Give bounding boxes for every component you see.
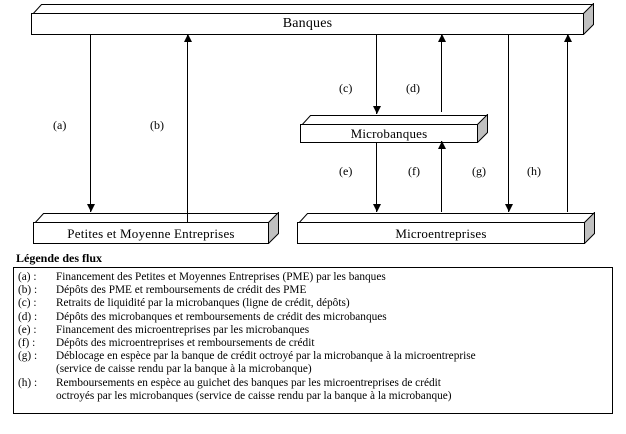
flow-arrow-f: [437, 141, 446, 212]
node-label-microentreprises: Microentreprises: [395, 225, 487, 241]
legend-key: (a) :: [18, 271, 37, 283]
node-label-pme: Petites et Moyenne Entreprises: [67, 225, 235, 241]
pme-front-face: Petites et Moyenne Entreprises: [33, 222, 269, 244]
legend-text: Retraits de liquidité par la microbanque…: [56, 297, 350, 310]
node-pme[interactable]: Petites et Moyenne Entreprises: [32, 211, 280, 245]
flow-g-shaft: [508, 34, 509, 212]
legend-key: (g) :: [18, 350, 38, 363]
flow-label-e: (e): [339, 164, 353, 178]
microbanques-front-face: Microbanques: [300, 124, 478, 143]
flow-arrow-h: [563, 34, 572, 212]
legend-text: Déblocage en espèce par la banque de cré…: [56, 350, 608, 376]
legend-text: Dépôts des microbanques et remboursement…: [56, 310, 387, 323]
node-microentreprises[interactable]: Microentreprises: [296, 211, 596, 245]
flow-g-arrowhead: [504, 204, 513, 212]
flow-e-shaft: [376, 143, 377, 212]
flow-e-arrowhead: [372, 204, 381, 212]
legend-title: Légende des flux: [16, 251, 103, 265]
flow-a-shaft: [90, 34, 91, 212]
flow-label-a: (a): [53, 118, 67, 132]
legend-text-line1: Déblocage en espèce par la banque de cré…: [56, 350, 476, 363]
flow-label-b: (b): [150, 118, 164, 132]
legend-item: (h) : Remboursements en espèce au guiche…: [18, 377, 608, 403]
flow-arrow-c: [372, 34, 381, 114]
legend-item: (g) : Déblocage en espèce par la banque …: [18, 350, 608, 376]
flow-a-arrowhead: [86, 204, 95, 212]
node-label-banques: Banques: [282, 16, 333, 31]
flow-arrow-d: [437, 34, 446, 112]
flow-h-arrowhead: [563, 34, 572, 42]
flow-d-shaft: [441, 34, 442, 112]
flow-label-h: (h): [527, 164, 541, 178]
legend-text-line1: Remboursements en espèce au guichet des …: [56, 376, 441, 389]
microbanques-right-face: [477, 113, 488, 144]
flow-label-c: (c): [339, 81, 353, 95]
banques-front-face: Banques: [31, 13, 584, 35]
flow-f-arrowhead: [437, 141, 446, 149]
legend-item: (d) : Dépôts des microbanques et rembour…: [18, 311, 608, 324]
flow-b-shaft: [187, 34, 188, 222]
legend-key: (e) :: [18, 323, 37, 336]
flow-arrow-a: [86, 34, 95, 212]
flow-d-arrowhead: [437, 34, 446, 42]
legend-key: (b) :: [18, 284, 38, 297]
legend-text: Financement des Petites et Moyennes Entr…: [56, 271, 386, 283]
legend-text-line2: octroyés par les microbanques (service d…: [56, 389, 452, 402]
legend-item: (e) : Financement des microentreprises p…: [18, 324, 608, 337]
legend-item: (b) : Dépôts des PME et remboursements d…: [18, 284, 608, 297]
legend-item: (f) : Dépôts des microentreprises et rem…: [18, 337, 608, 350]
node-label-microbanques: Microbanques: [350, 126, 428, 141]
legend-box: (a) : Financement des Petites et Moyenne…: [13, 267, 613, 414]
flow-label-g: (g): [472, 164, 486, 178]
banques-right-face: [583, 2, 594, 36]
microentreprises-front-face: Microentreprises: [297, 222, 585, 244]
legend-text: Financement des microentreprises par les…: [56, 323, 310, 336]
flow-label-d: (d): [406, 81, 420, 95]
legend-text: Dépôts des microentreprises et rembourse…: [56, 337, 315, 350]
legend-item: (c) : Retraits de liquidité par la micro…: [18, 297, 608, 310]
flow-c-arrowhead: [372, 106, 381, 114]
flow-arrow-b: [183, 34, 192, 222]
legend-text-line2: (service de caisse rendu par la banque à…: [56, 363, 312, 376]
pme-right-face: [268, 211, 279, 245]
flow-label-f: (f): [408, 164, 420, 178]
flow-b-arrowhead: [183, 34, 192, 42]
node-banques[interactable]: Banques: [30, 2, 595, 36]
microentreprises-right-face: [584, 211, 595, 245]
legend-text: Remboursements en espèce au guichet des …: [56, 377, 608, 403]
flow-f-shaft: [441, 141, 442, 212]
legend-key: (d) :: [18, 310, 38, 323]
flow-arrow-e: [372, 143, 381, 212]
legend-key: (h) :: [18, 376, 38, 389]
legend-key: (c) :: [18, 297, 37, 310]
flow-arrow-g: [504, 34, 513, 212]
legend-item: (a) : Financement des Petites et Moyenne…: [18, 271, 608, 284]
flow-c-shaft: [376, 34, 377, 114]
legend-text: Dépôts des PME et remboursements de créd…: [56, 284, 307, 297]
legend-key: (f) :: [18, 337, 36, 350]
flow-h-shaft: [567, 34, 568, 212]
node-microbanques[interactable]: Microbanques: [299, 113, 489, 144]
